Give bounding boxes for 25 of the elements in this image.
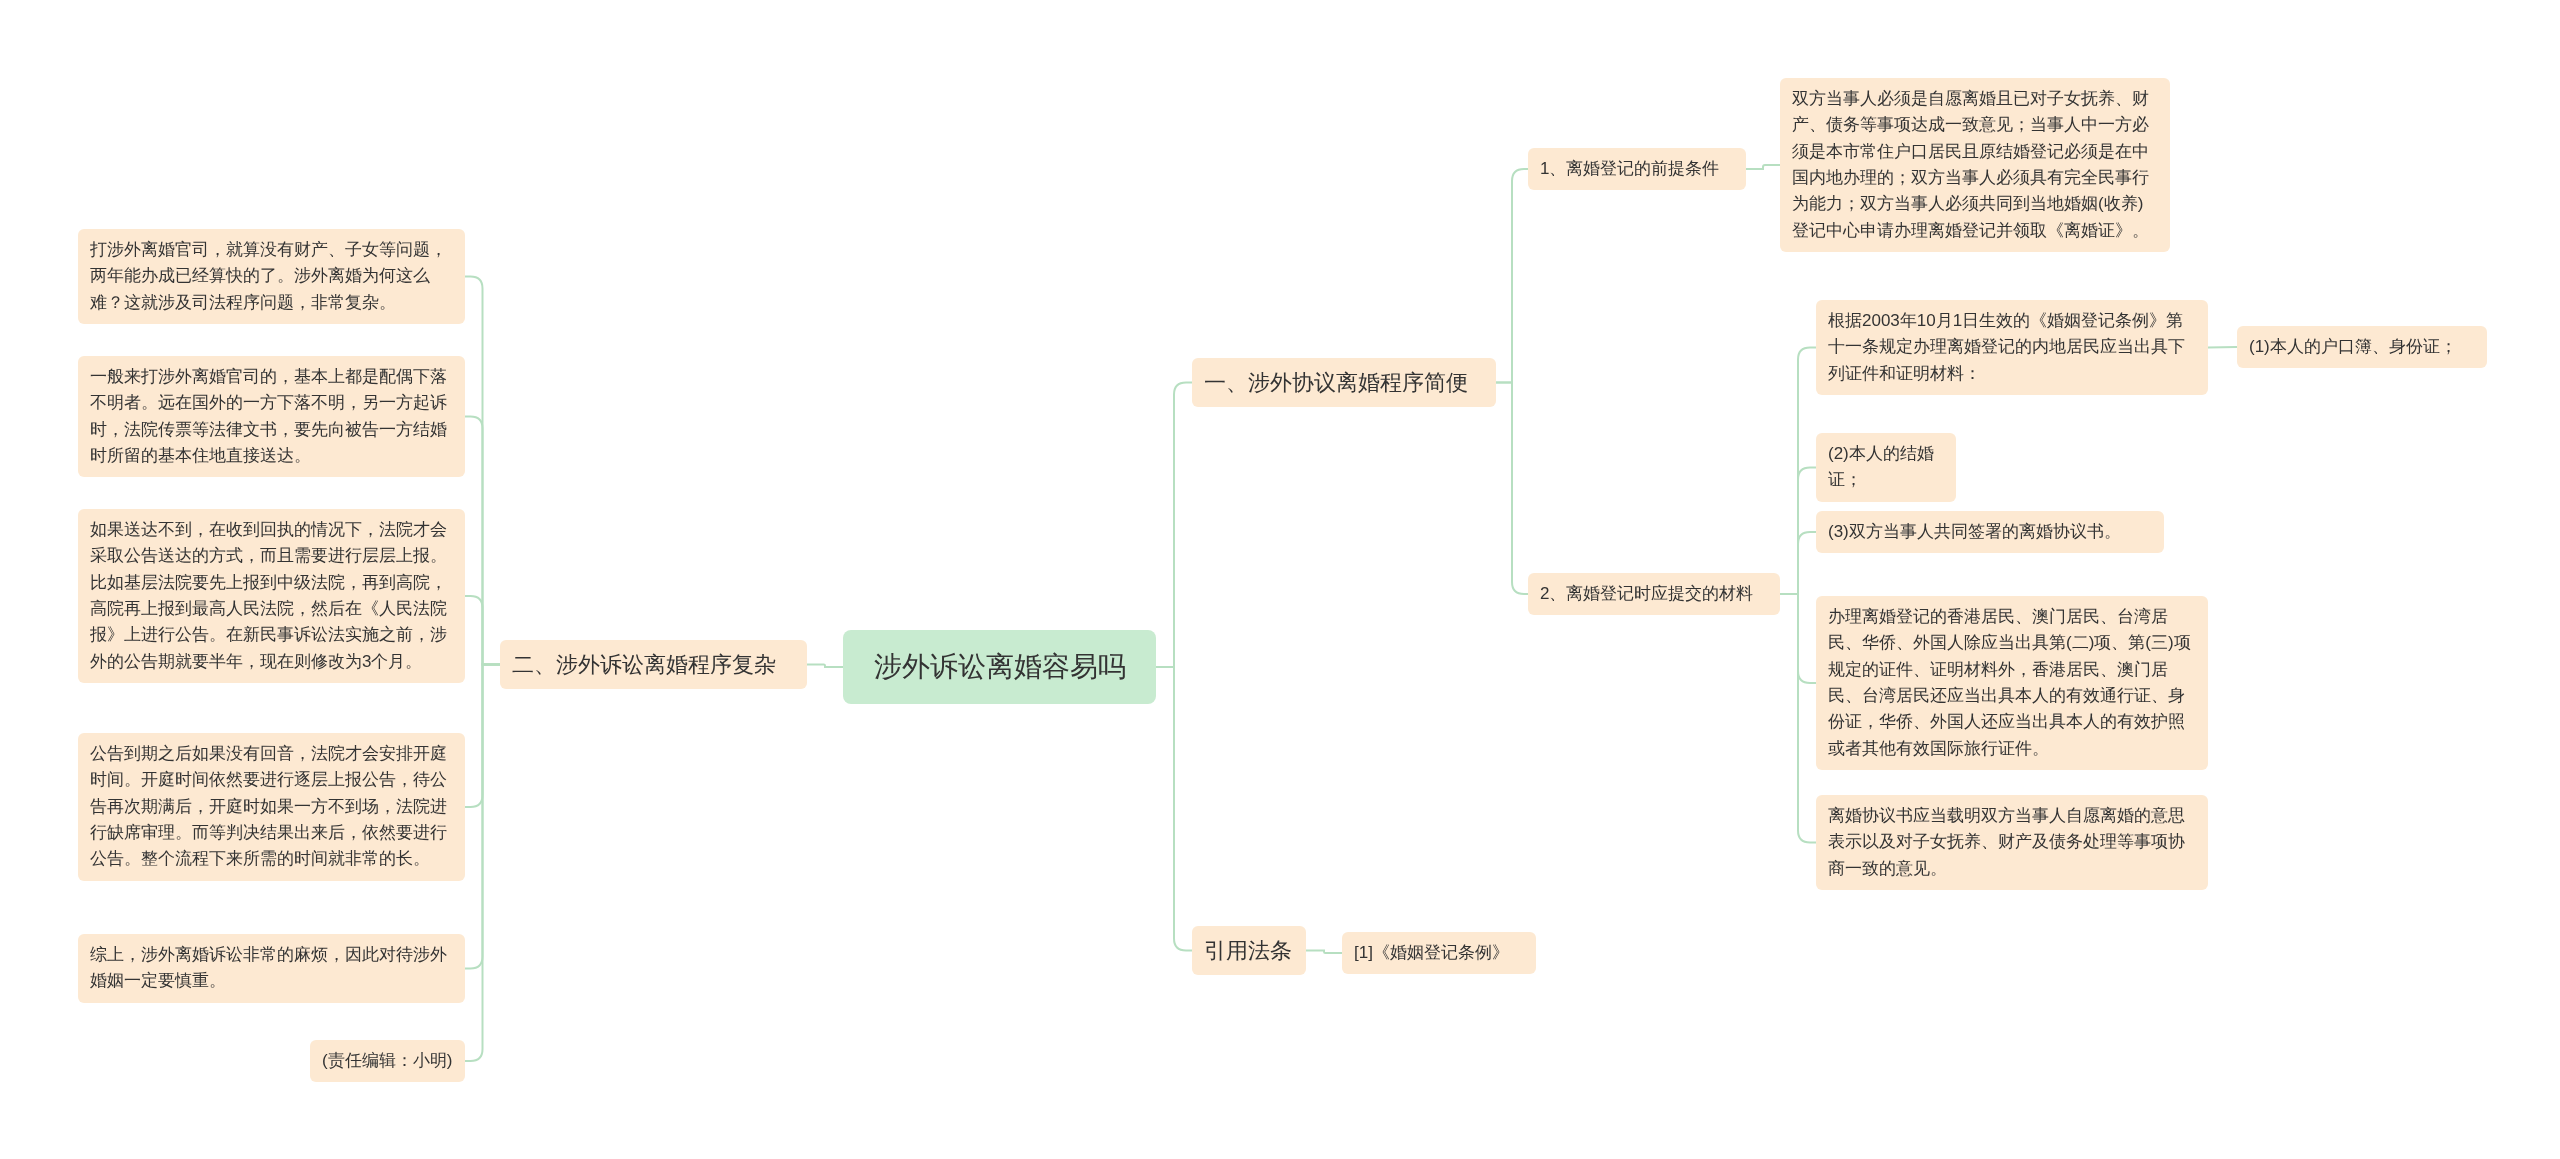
note-card: (责任编辑：小明)	[310, 1040, 465, 1083]
note-card: 离婚协议书应当载明双方当事人自愿离婚的意思表示以及对子女抚养、财产及债务处理等事项协商一致的意见。	[1816, 795, 2208, 891]
branch-topic: 一、涉外协议离婚程序简便	[1192, 358, 1496, 407]
note-card: 双方当事人必须是自愿离婚且已对子女抚养、财产、债务等事项达成一致意见；当事人中一方必须是本市常住户口居民且原结婚登记必须是在中国内地办理的；双方当事人必须具有完全民事行为能力；双方当事人必须共同到当地婚姻(收养)登记中心申请办理离婚登记并领取《离婚证》。	[1780, 78, 2170, 253]
branch-topic: 引用法条	[1192, 926, 1306, 975]
connector-line	[1155, 666, 1193, 952]
note-card: 一般来打涉外离婚官司的，基本上都是配偶下落不明者。远在国外的一方下落不明，另一方起诉时，法院传票等法律文书，要先向被告一方结婚时所留的基本住地直接送达。	[78, 356, 465, 478]
note-card: 公告到期之后如果没有回音，法院才会安排开庭时间。开庭时间依然要进行逐层上报公告，待公告再次期满后，开庭时如果一方不到场，法院进行缺席审理。而等判决结果出来后，依然要进行公告。整个流程下来所需的时间就非常的长。	[78, 733, 465, 881]
note-card: (1)本人的户口簿、身份证；	[2237, 326, 2487, 369]
note-card: 根据2003年10月1日生效的《婚姻登记条例》第十一条规定办理离婚登记的内地居民应当出具下列证件和证明材料：	[1816, 300, 2208, 396]
note-card: (3)双方当事人共同签署的离婚协议书。	[1816, 511, 2164, 554]
note-card: (2)本人的结婚证；	[1816, 433, 1956, 502]
note-card: 综上，涉外离婚诉讼非常的麻烦，因此对待涉外婚姻一定要慎重。	[78, 934, 465, 1003]
note-card: 打涉外离婚官司，就算没有财产、子女等问题，两年能办成已经算快的了。涉外离婚为何这么难？这就涉及司法程序问题，非常复杂。	[78, 229, 465, 325]
connector-line	[1745, 164, 1781, 170]
central-topic: 涉外诉讼离婚容易吗	[843, 630, 1156, 704]
connector-line	[806, 663, 844, 668]
note-card: 如果送达不到，在收到回执的情况下，法院才会采取公告送达的方式，而且需要进行层层上报。比如基层法院要先上报到中级法院，再到高院，高院再上报到最高人民法院，然后在《人民法院报》上进行公告。在新民事诉讼法实施之前，涉外的公告期就要半年，现在则修改为3个月。	[78, 509, 465, 684]
connector-line	[2207, 346, 2238, 349]
branch-topic: 二、涉外诉讼离婚程序复杂	[500, 640, 807, 689]
note-card: 办理离婚登记的香港居民、澳门居民、台湾居民、华侨、外国人除应当出具第(二)项、第(三)项规定的证件、证明材料外，香港居民、澳门居民、台湾居民还应当出具本人的有效通行证、身份证，华侨、外国人还应当出具本人的有效护照或者其他有效国际旅行证件。	[1816, 596, 2208, 771]
subtopic: [1]《婚姻登记条例》	[1342, 932, 1536, 974]
subtopic: 1、离婚登记的前提条件	[1528, 148, 1746, 190]
connector-line	[1305, 949, 1343, 954]
subtopic: 2、离婚登记时应提交的材料	[1528, 573, 1780, 615]
